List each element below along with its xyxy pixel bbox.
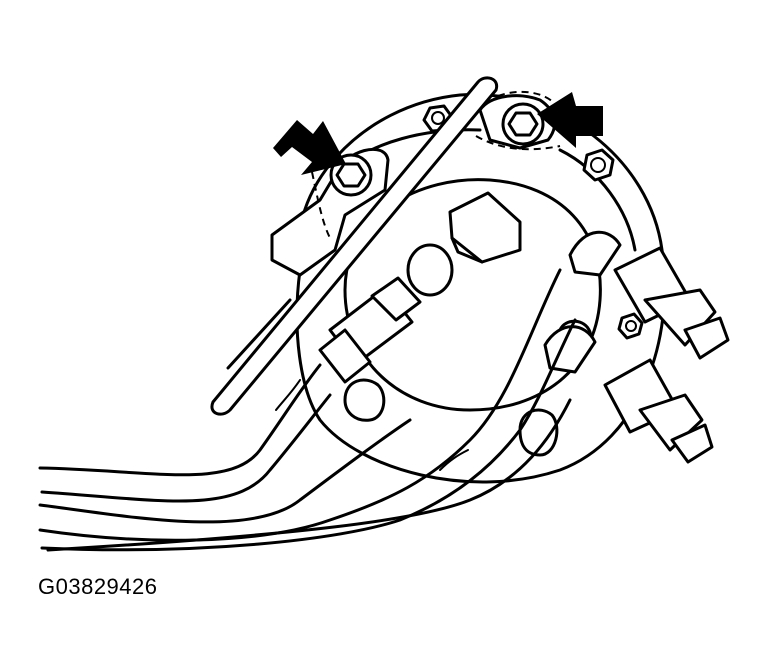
flange-nut-right (582, 148, 615, 182)
module-top-cover (343, 178, 602, 412)
sender-rod (210, 76, 499, 416)
electrical-connector (448, 191, 522, 264)
figure-id-label: G03829426 (38, 574, 158, 599)
fuel-lines (38, 268, 577, 552)
fuel-line-fitting-right-lower (543, 325, 714, 464)
sensor-bulb-bottom-left (343, 378, 386, 422)
sensor-bulb-left (406, 243, 454, 297)
flange-nut-lower-right (617, 312, 644, 340)
arrow-left-indicator (273, 120, 346, 175)
fuel-line-fitting-left (318, 276, 422, 384)
arrow-right-indicator (537, 92, 603, 148)
retaining-bolt-right (501, 102, 545, 146)
fuel-line-fitting-right-upper (568, 230, 730, 360)
